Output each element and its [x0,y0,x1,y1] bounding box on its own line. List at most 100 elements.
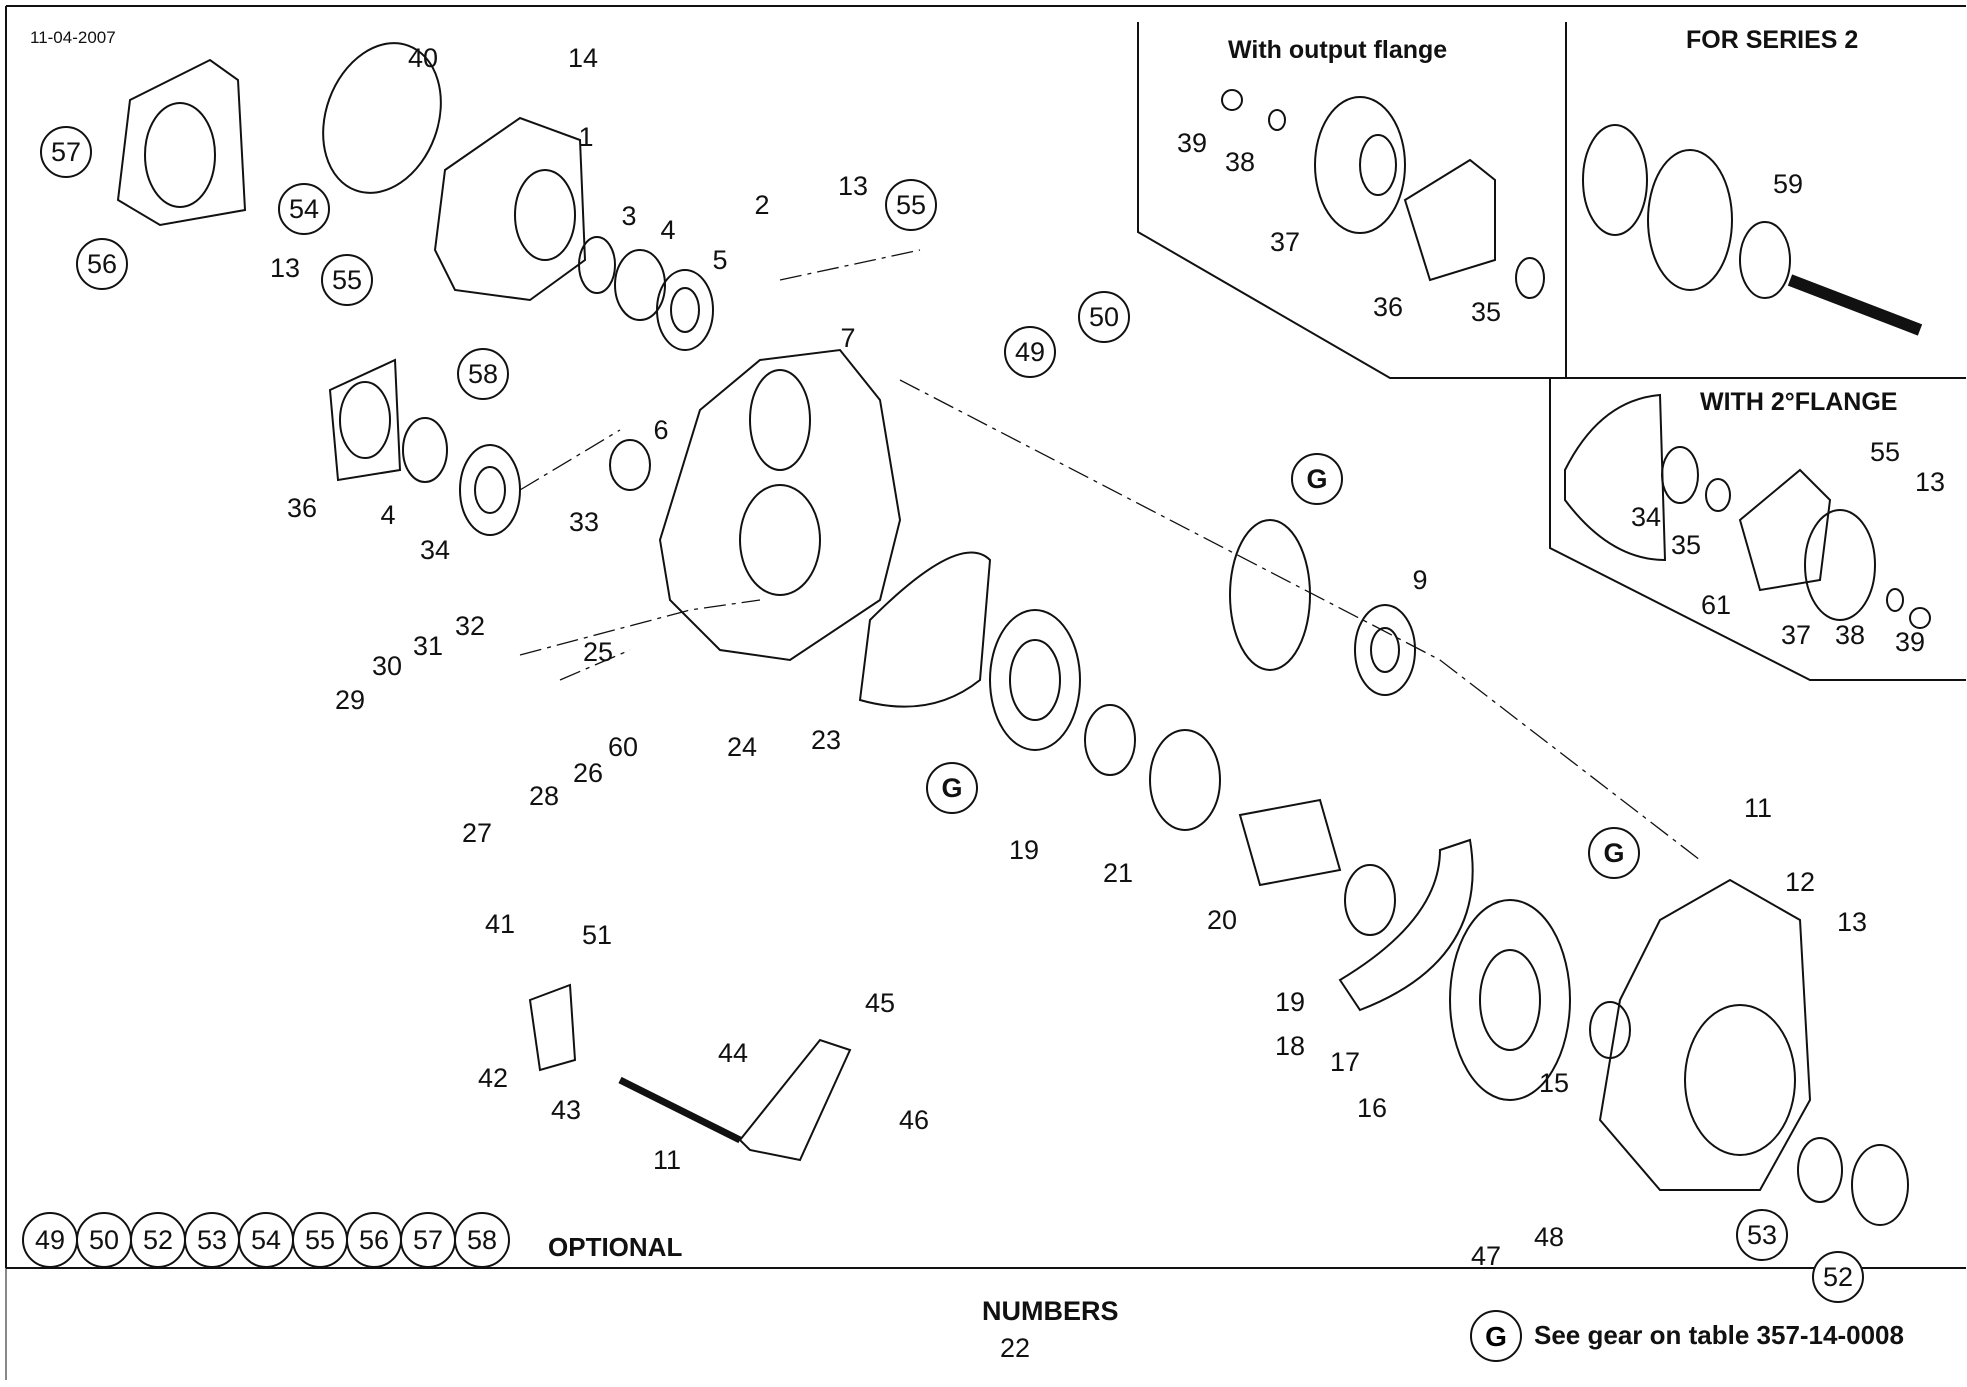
callout-number: 17 [1329,1046,1361,1077]
optional-label: OPTIONAL [548,1232,683,1262]
inset-callout-number: 37 [1269,227,1301,257]
flange-61 [1738,468,1832,592]
pinion-shaft [1787,274,1923,336]
callout-number: 45 [864,987,896,1018]
callout-number: 34 [419,534,451,565]
callout-number: 15 [1538,1067,1570,1098]
callout-number: 16 [1356,1092,1388,1123]
optional-number-circle: 57 [400,1212,456,1268]
callout-number: 48 [1533,1221,1565,1252]
numbers-title: NUMBERS [982,1296,1119,1326]
optional-number-circle: 49 [22,1212,78,1268]
page-frame [5,5,1966,1268]
callout-circled: 53 [1736,1209,1788,1261]
callout-number: 6 [653,414,669,445]
callout-number: 43 [550,1094,582,1125]
inset-callout-number: 37 [1780,620,1812,650]
callout-circled: 57 [40,126,92,178]
callout-number: 13 [269,252,301,283]
inset-series2-title: FOR SERIES 2 [1686,26,1859,54]
callout-number: 41 [484,908,516,939]
gasket-36 [328,358,402,482]
callout-number: 19 [1274,986,1306,1017]
optional-number-circle: 52 [130,1212,186,1268]
callout-number: 36 [286,492,318,523]
inset-2flange-frame [1549,378,1966,681]
inset-callout-number: 35 [1670,530,1702,560]
inset-callout-number: 34 [1630,502,1662,532]
seal-3 [578,236,616,294]
callout-circled: 58 [457,348,509,400]
callout-number: 42 [477,1062,509,1093]
ring-4b [402,417,448,483]
flange-plate-56 [116,58,247,227]
callout-number: 28 [528,780,560,811]
output-flange-37 [1314,96,1406,234]
bushing-19b [1344,864,1396,936]
inset-callout-number: 59 [1772,169,1804,199]
callout-circled: G [1588,827,1640,879]
callout-number: 25 [582,636,614,667]
gear-right [1449,899,1571,1101]
gear-left [989,609,1081,751]
inset-callout-number: 35 [1470,297,1502,327]
callout-number: 51 [581,919,613,950]
callout-number: 31 [412,630,444,661]
callout-number: 24 [726,731,758,762]
seal-33 [609,439,651,491]
callout-number: 12 [1784,866,1816,897]
callout-circled: 56 [76,238,128,290]
gear-note: See gear on table 357-14-0008 [1534,1320,1904,1350]
fork-45 [738,1038,852,1162]
callout-number: 11 [652,1144,682,1175]
callout-number: 18 [1274,1030,1306,1061]
gear-symbol: G [1485,1321,1507,1352]
callout-number: 46 [898,1104,930,1135]
inset-callout-number: 36 [1372,292,1404,322]
callout-number: 29 [334,684,366,715]
plate-42 [528,983,577,1072]
ring-38i [1268,109,1286,131]
optional-number-circle: 54 [238,1212,294,1268]
optional-number-circle: 53 [184,1212,240,1268]
housing-1 [433,116,587,302]
callout-number: 33 [568,506,600,537]
callout-number: 14 [567,42,599,73]
callout-number: 9 [1412,564,1428,595]
callout-number: 30 [371,650,403,681]
seal-52 [1851,1144,1909,1226]
optional-number-circle: 55 [292,1212,348,1268]
callout-number: 26 [572,757,604,788]
seal-35i2 [1705,478,1731,512]
callout-circled: 50 [1078,291,1130,343]
nut-39i [1221,89,1243,111]
inset-callout-number: 39 [1176,128,1208,158]
callout-number: 11 [1743,792,1773,823]
inset-callout-number: 61 [1700,590,1732,620]
callout-circled: 54 [278,183,330,235]
shaft-20 [1238,798,1342,887]
nut-39i2 [1909,607,1931,629]
cover-18 [1338,838,1474,1012]
optional-number-circle: 56 [346,1212,402,1268]
ring-38i2 [1886,588,1904,612]
bushing-19a [1084,704,1136,776]
gear-top [1229,519,1311,671]
callout-circled: 52 [1812,1251,1864,1303]
cover-23 [858,551,992,708]
inset-callout-number: 39 [1894,627,1926,657]
bearing-59 [1739,221,1791,299]
bearing-5 [656,269,714,351]
flange-plate-36i [1403,158,1496,282]
inset-callout-number: 13 [1914,467,1946,497]
bearing-34 [459,444,521,536]
callout-circled: G [926,762,978,814]
callout-number: 44 [717,1037,749,1068]
bearing-9 [1354,604,1416,696]
main-housing-7 [658,348,902,662]
callout-number: 20 [1206,904,1238,935]
optional-number-circle: 58 [454,1212,510,1268]
callout-number: 27 [461,817,493,848]
